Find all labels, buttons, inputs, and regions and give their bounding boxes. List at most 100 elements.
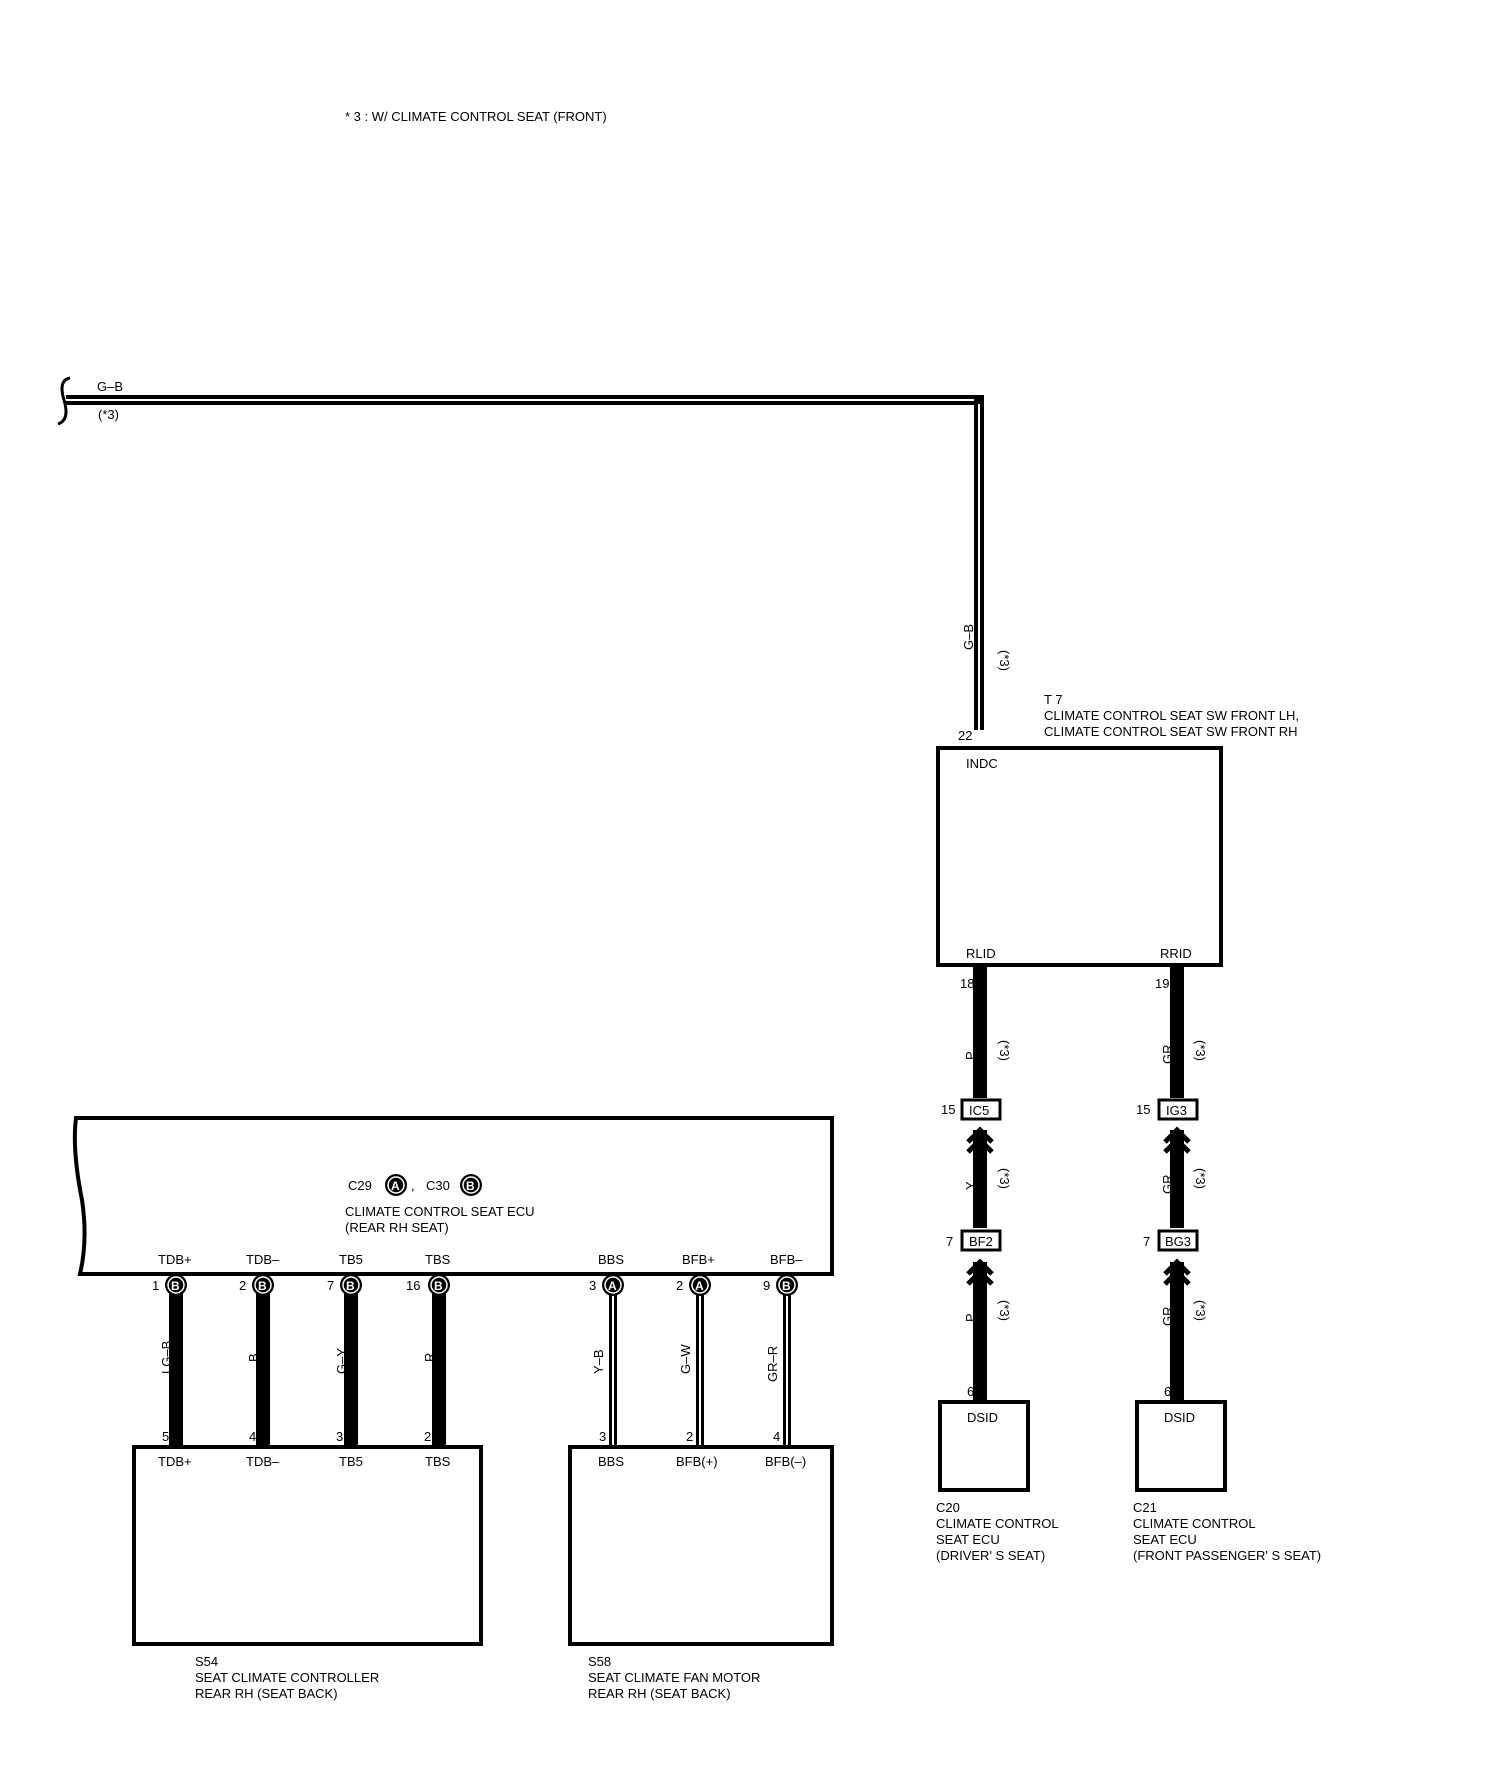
wire-option-right-3: (*3) <box>1193 1300 1208 1321</box>
c20-pin-6: 6 <box>967 1384 974 1399</box>
ecu-name-line2: (REAR RH SEAT) <box>345 1220 449 1235</box>
wire-color: GR–R <box>765 1346 780 1382</box>
ecu-c29-badge-letter: A <box>391 1179 400 1193</box>
t7-pin-rrid: RRID <box>1160 946 1192 961</box>
wire-option-right-1: (*3) <box>1193 1040 1208 1061</box>
wire-color-gr-1: GR <box>1160 1045 1175 1065</box>
wire-color: Y–B <box>591 1349 606 1374</box>
wire-option-right-2: (*3) <box>1193 1168 1208 1189</box>
t7-name-line1: CLIMATE CONTROL SEAT SW FRONT LH, <box>1044 708 1299 723</box>
wire-right-run <box>1163 967 1191 1400</box>
s58-name-line2: REAR RH (SEAT BACK) <box>588 1686 731 1701</box>
wire-option-top: (*3) <box>98 407 119 422</box>
c20-name-line1: CLIMATE CONTROL <box>936 1516 1059 1531</box>
s58-pin-bbs: BBS <box>598 1454 624 1469</box>
ecu-pin-label: BFB+ <box>682 1252 715 1267</box>
c21-ecu-box <box>1135 1400 1227 1492</box>
ecu-pin-tb5: TB5 B 7 G–Y 3 <box>327 1252 363 1446</box>
connector-badge-letter: B <box>434 1279 443 1293</box>
wire-color: G–Y <box>334 1348 349 1374</box>
ecu-pin-label: TBS <box>425 1252 451 1267</box>
wire-g-b-top <box>57 376 984 730</box>
ecu-pin-bfb-minus: BFB– B 9 GR–R 4 <box>763 1252 803 1446</box>
junction-bf2-pin: 7 <box>946 1234 953 1249</box>
ecu-c29-code: C29 <box>348 1178 372 1193</box>
connector-arrow-ig3 <box>1163 1126 1191 1154</box>
s54-pin-number: 5 <box>162 1429 169 1444</box>
c21-name-line1: CLIMATE CONTROL <box>1133 1516 1256 1531</box>
ecu-pin-tdb-minus: TDB– B 2 B 4 <box>239 1252 280 1446</box>
c21-name-line2: SEAT ECU <box>1133 1532 1197 1547</box>
t7-pin-22: 22 <box>958 728 972 743</box>
s54-pin-number: 2 <box>424 1429 431 1444</box>
ecu-pin-label: TDB+ <box>158 1252 192 1267</box>
junction-bg3-pin: 7 <box>1143 1234 1150 1249</box>
t7-switch-box <box>936 746 1223 967</box>
s58-pin-number: 2 <box>686 1429 693 1444</box>
ecu-pin-number: 16 <box>406 1278 420 1293</box>
ecu-pin-number: 1 <box>152 1278 159 1293</box>
ecu-pin-number: 2 <box>239 1278 246 1293</box>
s58-fan-motor-box <box>568 1445 834 1646</box>
t7-name-line2: CLIMATE CONTROL SEAT SW FRONT RH <box>1044 724 1298 739</box>
c21-pin-6: 6 <box>1164 1384 1171 1399</box>
ecu-c30-badge-letter: B <box>466 1179 475 1193</box>
s54-pin-tbs: TBS <box>425 1454 451 1469</box>
t7-pin-rlid: RLID <box>966 946 996 961</box>
junction-bg3 <box>1157 1229 1199 1252</box>
ecu-c30-code: C30 <box>426 1178 450 1193</box>
connector-badge-letter: B <box>171 1279 180 1293</box>
connector-badge-letter: A <box>695 1279 704 1293</box>
s58-code: S58 <box>588 1654 611 1669</box>
connector-badge-letter: B <box>346 1279 355 1293</box>
junction-ic5-label: IC5 <box>969 1103 989 1118</box>
wire-color-g-b-top: G–B <box>97 379 123 394</box>
t7-code: T 7 <box>1044 692 1063 707</box>
wire-color: R <box>422 1353 437 1362</box>
ecu-pin-number: 3 <box>589 1278 596 1293</box>
s54-controller-box <box>132 1445 483 1646</box>
c21-pin-dsid: DSID <box>1164 1410 1195 1425</box>
s54-pin-tdb-minus: TDB– <box>246 1454 280 1469</box>
ecu-pin-label: TB5 <box>339 1252 363 1267</box>
wire-color-p-2: P <box>963 1313 978 1322</box>
ecu-pin-label: BBS <box>598 1252 624 1267</box>
wire-color: LG–B <box>159 1341 174 1374</box>
ecu-pin-tbs: TBS B 16 R 2 <box>406 1252 451 1446</box>
ecu-pin-number: 9 <box>763 1278 770 1293</box>
junction-bf2 <box>960 1229 1002 1252</box>
wire-color: G–W <box>678 1344 693 1374</box>
s54-pin-number: 3 <box>336 1429 343 1444</box>
wire-break-mark <box>57 376 71 426</box>
wire-color-gr-3: GR <box>1160 1307 1175 1327</box>
c20-name-line3: (DRIVER' S SEAT) <box>936 1548 1045 1563</box>
ecu-pin-number: 2 <box>676 1278 683 1293</box>
wire-color: B <box>246 1353 261 1362</box>
connector-badge-letter: A <box>608 1279 617 1293</box>
ecu-code-separator: , <box>411 1178 415 1193</box>
s54-code: S54 <box>195 1654 218 1669</box>
connector-arrow-bf2 <box>966 1258 994 1286</box>
connector-arrow-bg3 <box>1163 1258 1191 1286</box>
c21-name-line3: (FRONT PASSENGER' S SEAT) <box>1133 1548 1321 1563</box>
junction-ig3 <box>1157 1098 1199 1121</box>
ecu-name-line1: CLIMATE CONTROL SEAT ECU <box>345 1204 535 1219</box>
ecu-pin-tdb-plus: TDB+ B 1 LG–B 5 <box>152 1252 192 1446</box>
s54-name-line2: REAR RH (SEAT BACK) <box>195 1686 338 1701</box>
t7-pin-18: 18 <box>960 976 974 991</box>
footnote-text: * 3 : W/ CLIMATE CONTROL SEAT (FRONT) <box>345 109 607 124</box>
ecu-pin-number: 7 <box>327 1278 334 1293</box>
s54-pin-number: 4 <box>249 1429 256 1444</box>
wire-color-p-1: P <box>963 1051 978 1060</box>
rear-ecu-box <box>72 1116 834 1276</box>
junction-ig3-pin: 15 <box>1136 1102 1150 1117</box>
wire-option-vertical: (*3) <box>997 650 1012 671</box>
c20-code: C20 <box>936 1500 960 1515</box>
connector-badge-letter: B <box>258 1279 267 1293</box>
wire-option-left-3: (*3) <box>997 1300 1012 1321</box>
junction-ig3-label: IG3 <box>1166 1103 1187 1118</box>
ecu-pin-bfb-plus: BFB+ A 2 G–W 2 <box>676 1252 715 1446</box>
s58-pin-bfb-minus: BFB(–) <box>765 1454 806 1469</box>
ecu-pin-label: TDB– <box>246 1252 280 1267</box>
